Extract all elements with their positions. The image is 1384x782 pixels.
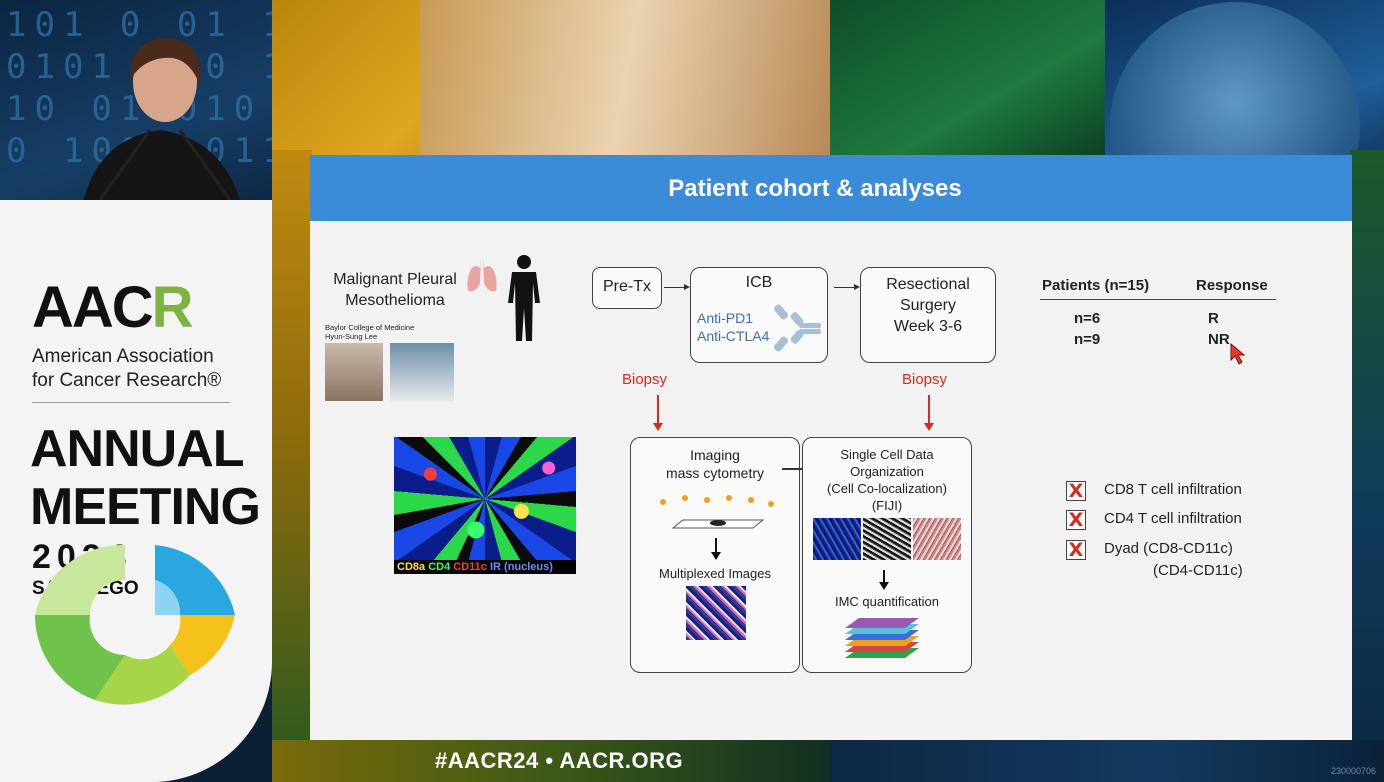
right-strip	[1350, 150, 1384, 750]
table-header-patients: Patients (n=15)	[1042, 277, 1150, 294]
biopsy-right-arrow	[924, 395, 934, 431]
speaker-figure	[80, 38, 245, 220]
arrow-icb-surgery	[834, 284, 860, 290]
investigator-photo-1	[325, 343, 383, 401]
imc-box-line1: Imaging	[690, 447, 740, 463]
bottom-left-strip	[272, 740, 832, 782]
legend-cd11c: CD11c	[453, 561, 487, 573]
segmentation-thumb-1	[813, 518, 861, 560]
biopsy-left-label: Biopsy	[622, 371, 668, 388]
rings-logo-icon	[34, 544, 235, 705]
result-cd4: CD4 T cell infiltration	[1104, 510, 1242, 527]
data-stack-icon	[845, 618, 919, 658]
result-x-icon-2: X	[1066, 510, 1086, 530]
antibody-icon	[774, 304, 821, 352]
legend-cd8a: CD8a	[397, 561, 426, 573]
imc-box: Imaging mass cytometry Multiplexed Image…	[630, 437, 800, 673]
presentation-slide: Patient cohort & analyses Malignant Pleu…	[310, 155, 1352, 740]
logo-accent: R	[151, 275, 194, 340]
investigator-name: Hyun-Sung Lee	[325, 332, 378, 341]
imc-down-arrow	[711, 538, 721, 560]
result-x-icon-1: X	[1066, 481, 1086, 501]
podium-divider	[32, 402, 230, 403]
imc-sample-image	[394, 437, 576, 561]
disease-line1: Malignant Pleural	[333, 271, 457, 288]
surgery-line3: Week 3-6	[893, 318, 963, 335]
result-dyad: Dyad (CD8-CD11c)	[1104, 540, 1233, 557]
mouse-pointer-icon	[1230, 343, 1246, 365]
icb-drug1: Anti-PD1	[697, 310, 754, 326]
icb-title: ICB	[745, 274, 773, 291]
table-row-1-n: n=6	[1074, 310, 1101, 327]
pre-tx-label: Pre-Tx	[603, 278, 651, 295]
green-tile	[830, 0, 1110, 160]
data-box-line1: Single Cell Data	[840, 447, 934, 462]
table-header-response: Response	[1196, 277, 1268, 294]
human-silhouette-icon	[508, 255, 540, 341]
institution: Baylor College of Medicine Hyun-Sung Lee	[325, 323, 414, 341]
event-line2: MEETING	[30, 478, 261, 536]
segmentation-thumb-2	[863, 518, 911, 560]
result-x-icon-3: X	[1066, 540, 1086, 560]
segmentation-thumb-3	[913, 518, 961, 560]
slide-header	[310, 155, 1352, 221]
data-box-line2: Organization	[850, 464, 924, 479]
table-row-1-response: R	[1208, 310, 1219, 327]
logo-main: AAC	[32, 275, 154, 340]
event-line1: ANNUAL	[30, 420, 245, 478]
data-box-line3: (Cell Co-localization)	[827, 481, 947, 496]
data-down-arrow	[879, 570, 889, 590]
lungs-icon	[467, 257, 497, 292]
surgery-label: Resectional Surgery Week 3-6	[861, 274, 995, 337]
biopsy-left-arrow	[653, 395, 663, 431]
data-box: Single Cell Data Organization (Cell Co-l…	[802, 437, 972, 673]
event-hashtag: #AACR24 • AACR.ORG	[435, 748, 684, 773]
multiplexed-image-thumb	[686, 586, 746, 640]
org-line2: for Cancer Research®	[32, 370, 222, 391]
lab-photo-tile	[420, 0, 830, 160]
surgery-box: Resectional Surgery Week 3-6	[860, 267, 996, 363]
imc-quantification-label: IMC quantification	[834, 594, 940, 609]
disease-label: Malignant Pleural Mesothelioma	[328, 269, 462, 311]
bottom-right-strip	[830, 740, 1384, 782]
table-row-2-response: NR	[1208, 331, 1230, 348]
imc-box-line2: mass cytometry	[665, 465, 764, 481]
icb-drug2: Anti-CTLA4	[697, 328, 770, 344]
result-cd8: CD8 T cell infiltration	[1104, 481, 1242, 498]
imc-legend: CD8a CD4 CD11c IR (nucleus)	[394, 560, 576, 574]
legend-ir: IR (nucleus)	[489, 561, 553, 573]
imc-box-title: Imaging mass cytometry	[631, 446, 799, 482]
surgery-line1: Resectional	[886, 276, 970, 293]
cytometry-icon	[660, 495, 774, 529]
event-name: ANNUAL MEETING	[30, 420, 261, 536]
table-row-2-n: n=9	[1074, 331, 1101, 348]
institution-name: Baylor College of Medicine	[325, 323, 415, 332]
icb-box: ICB Anti-PD1 Anti-CTLA4	[690, 267, 828, 363]
arrow-pretx-icb	[664, 284, 690, 290]
investigator-photo-2	[390, 343, 454, 401]
org-line1: American Association	[32, 346, 214, 367]
multiplexed-images-label: Multiplexed Images	[659, 566, 771, 581]
disease-line2: Mesothelioma	[345, 292, 445, 309]
biopsy-right-label: Biopsy	[902, 371, 948, 388]
surgery-line2: Surgery	[899, 297, 957, 314]
org-name: American Association for Cancer Research…	[32, 345, 221, 393]
pre-tx-box: Pre-Tx	[592, 267, 662, 309]
data-box-line4: (FIJI)	[871, 498, 903, 513]
left-strip	[272, 150, 312, 750]
aacr-logo: AACR	[32, 274, 194, 341]
corner-code: 230000706	[1330, 766, 1376, 776]
legend-cd4: CD4	[428, 561, 451, 573]
result-dyad-extra: (CD4-CD11c)	[1153, 562, 1243, 579]
data-box-title: Single Cell Data Organization (Cell Co-l…	[803, 446, 971, 514]
table-divider	[1040, 299, 1276, 300]
slide-title: Patient cohort & analyses	[668, 175, 962, 202]
